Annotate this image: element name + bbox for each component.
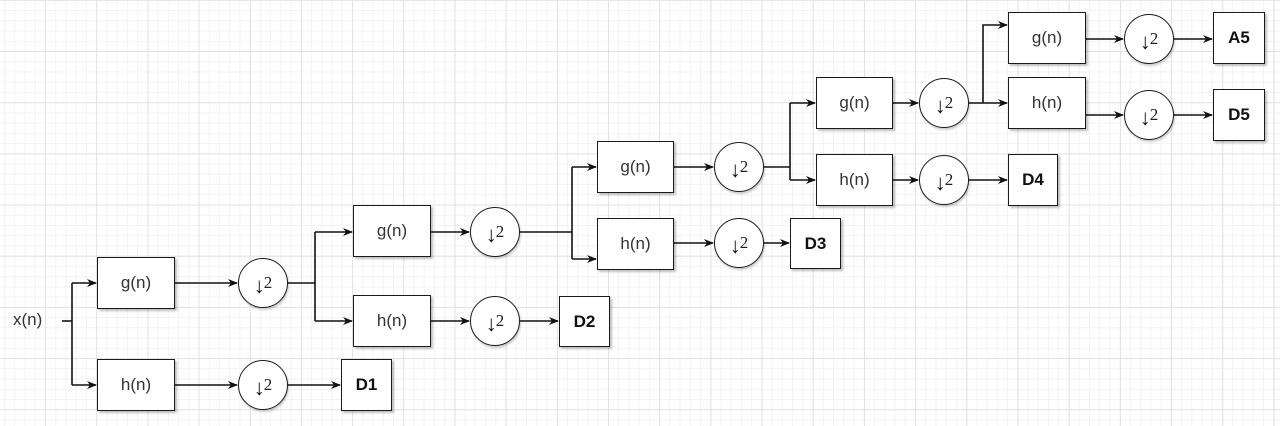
downsample-factor: 2	[263, 375, 273, 394]
highpass-filter-l1[interactable]: h(n)	[97, 359, 175, 411]
downsample-factor: 2	[1149, 29, 1159, 48]
downsample-factor: 2	[1149, 105, 1159, 124]
downsample-l3-g[interactable]: ↓2	[714, 142, 764, 192]
downsample-factor: 2	[944, 93, 954, 112]
down-arrow-icon: ↓	[729, 233, 741, 258]
highpass-filter-l5[interactable]: h(n)	[1008, 77, 1086, 129]
lowpass-filter-l3[interactable]: g(n)	[597, 141, 674, 193]
down-arrow-icon: ↓	[1139, 105, 1151, 130]
highpass-filter-l3[interactable]: h(n)	[597, 218, 674, 270]
downsample-l4-g[interactable]: ↓2	[919, 78, 969, 128]
downsample-l2-h[interactable]: ↓2	[470, 296, 520, 346]
split-4	[764, 103, 791, 180]
split-2	[288, 232, 316, 321]
down-arrow-icon: ↓	[253, 273, 265, 298]
down-arrow-icon: ↓	[934, 170, 946, 195]
downsample-factor: 2	[263, 273, 273, 292]
downsample-l5-h[interactable]: ↓2	[1124, 90, 1174, 140]
downsample-factor: 2	[739, 233, 749, 252]
lowpass-filter-l5[interactable]: g(n)	[1008, 12, 1086, 64]
output-d5[interactable]: D5	[1213, 89, 1265, 141]
input-label: x(n)	[13, 310, 43, 329]
downsample-l5-g[interactable]: ↓2	[1124, 14, 1174, 64]
down-arrow-icon: ↓	[253, 375, 265, 400]
lowpass-filter-l4[interactable]: g(n)	[816, 77, 893, 129]
down-arrow-icon: ↓	[1139, 29, 1151, 54]
downsample-l1-g[interactable]: ↓2	[238, 258, 288, 308]
down-arrow-icon: ↓	[485, 222, 497, 247]
split-5-up	[982, 21, 1008, 103]
output-d4[interactable]: D4	[1008, 154, 1058, 206]
downsample-factor: 2	[495, 222, 505, 241]
output-d2[interactable]: D2	[559, 296, 610, 347]
down-arrow-icon: ↓	[729, 157, 741, 182]
output-a5[interactable]: A5	[1213, 12, 1265, 64]
downsample-l2-g[interactable]: ↓2	[470, 207, 520, 257]
output-d1[interactable]: D1	[341, 359, 392, 411]
split-3	[520, 167, 573, 259]
down-arrow-icon: ↓	[485, 311, 497, 336]
highpass-filter-l2[interactable]: h(n)	[353, 295, 431, 347]
downsample-factor: 2	[495, 311, 505, 330]
highpass-filter-l4[interactable]: h(n)	[816, 154, 893, 206]
downsample-l3-h[interactable]: ↓2	[714, 218, 764, 268]
downsample-l4-h[interactable]: ↓2	[919, 155, 969, 205]
downsample-factor: 2	[739, 157, 749, 176]
down-arrow-icon: ↓	[934, 93, 946, 118]
downsample-l1-h[interactable]: ↓2	[238, 360, 288, 410]
output-d3[interactable]: D3	[790, 218, 841, 269]
downsample-factor: 2	[944, 170, 954, 189]
lowpass-filter-l2[interactable]: g(n)	[353, 205, 431, 257]
lowpass-filter-l1[interactable]: g(n)	[97, 257, 175, 309]
